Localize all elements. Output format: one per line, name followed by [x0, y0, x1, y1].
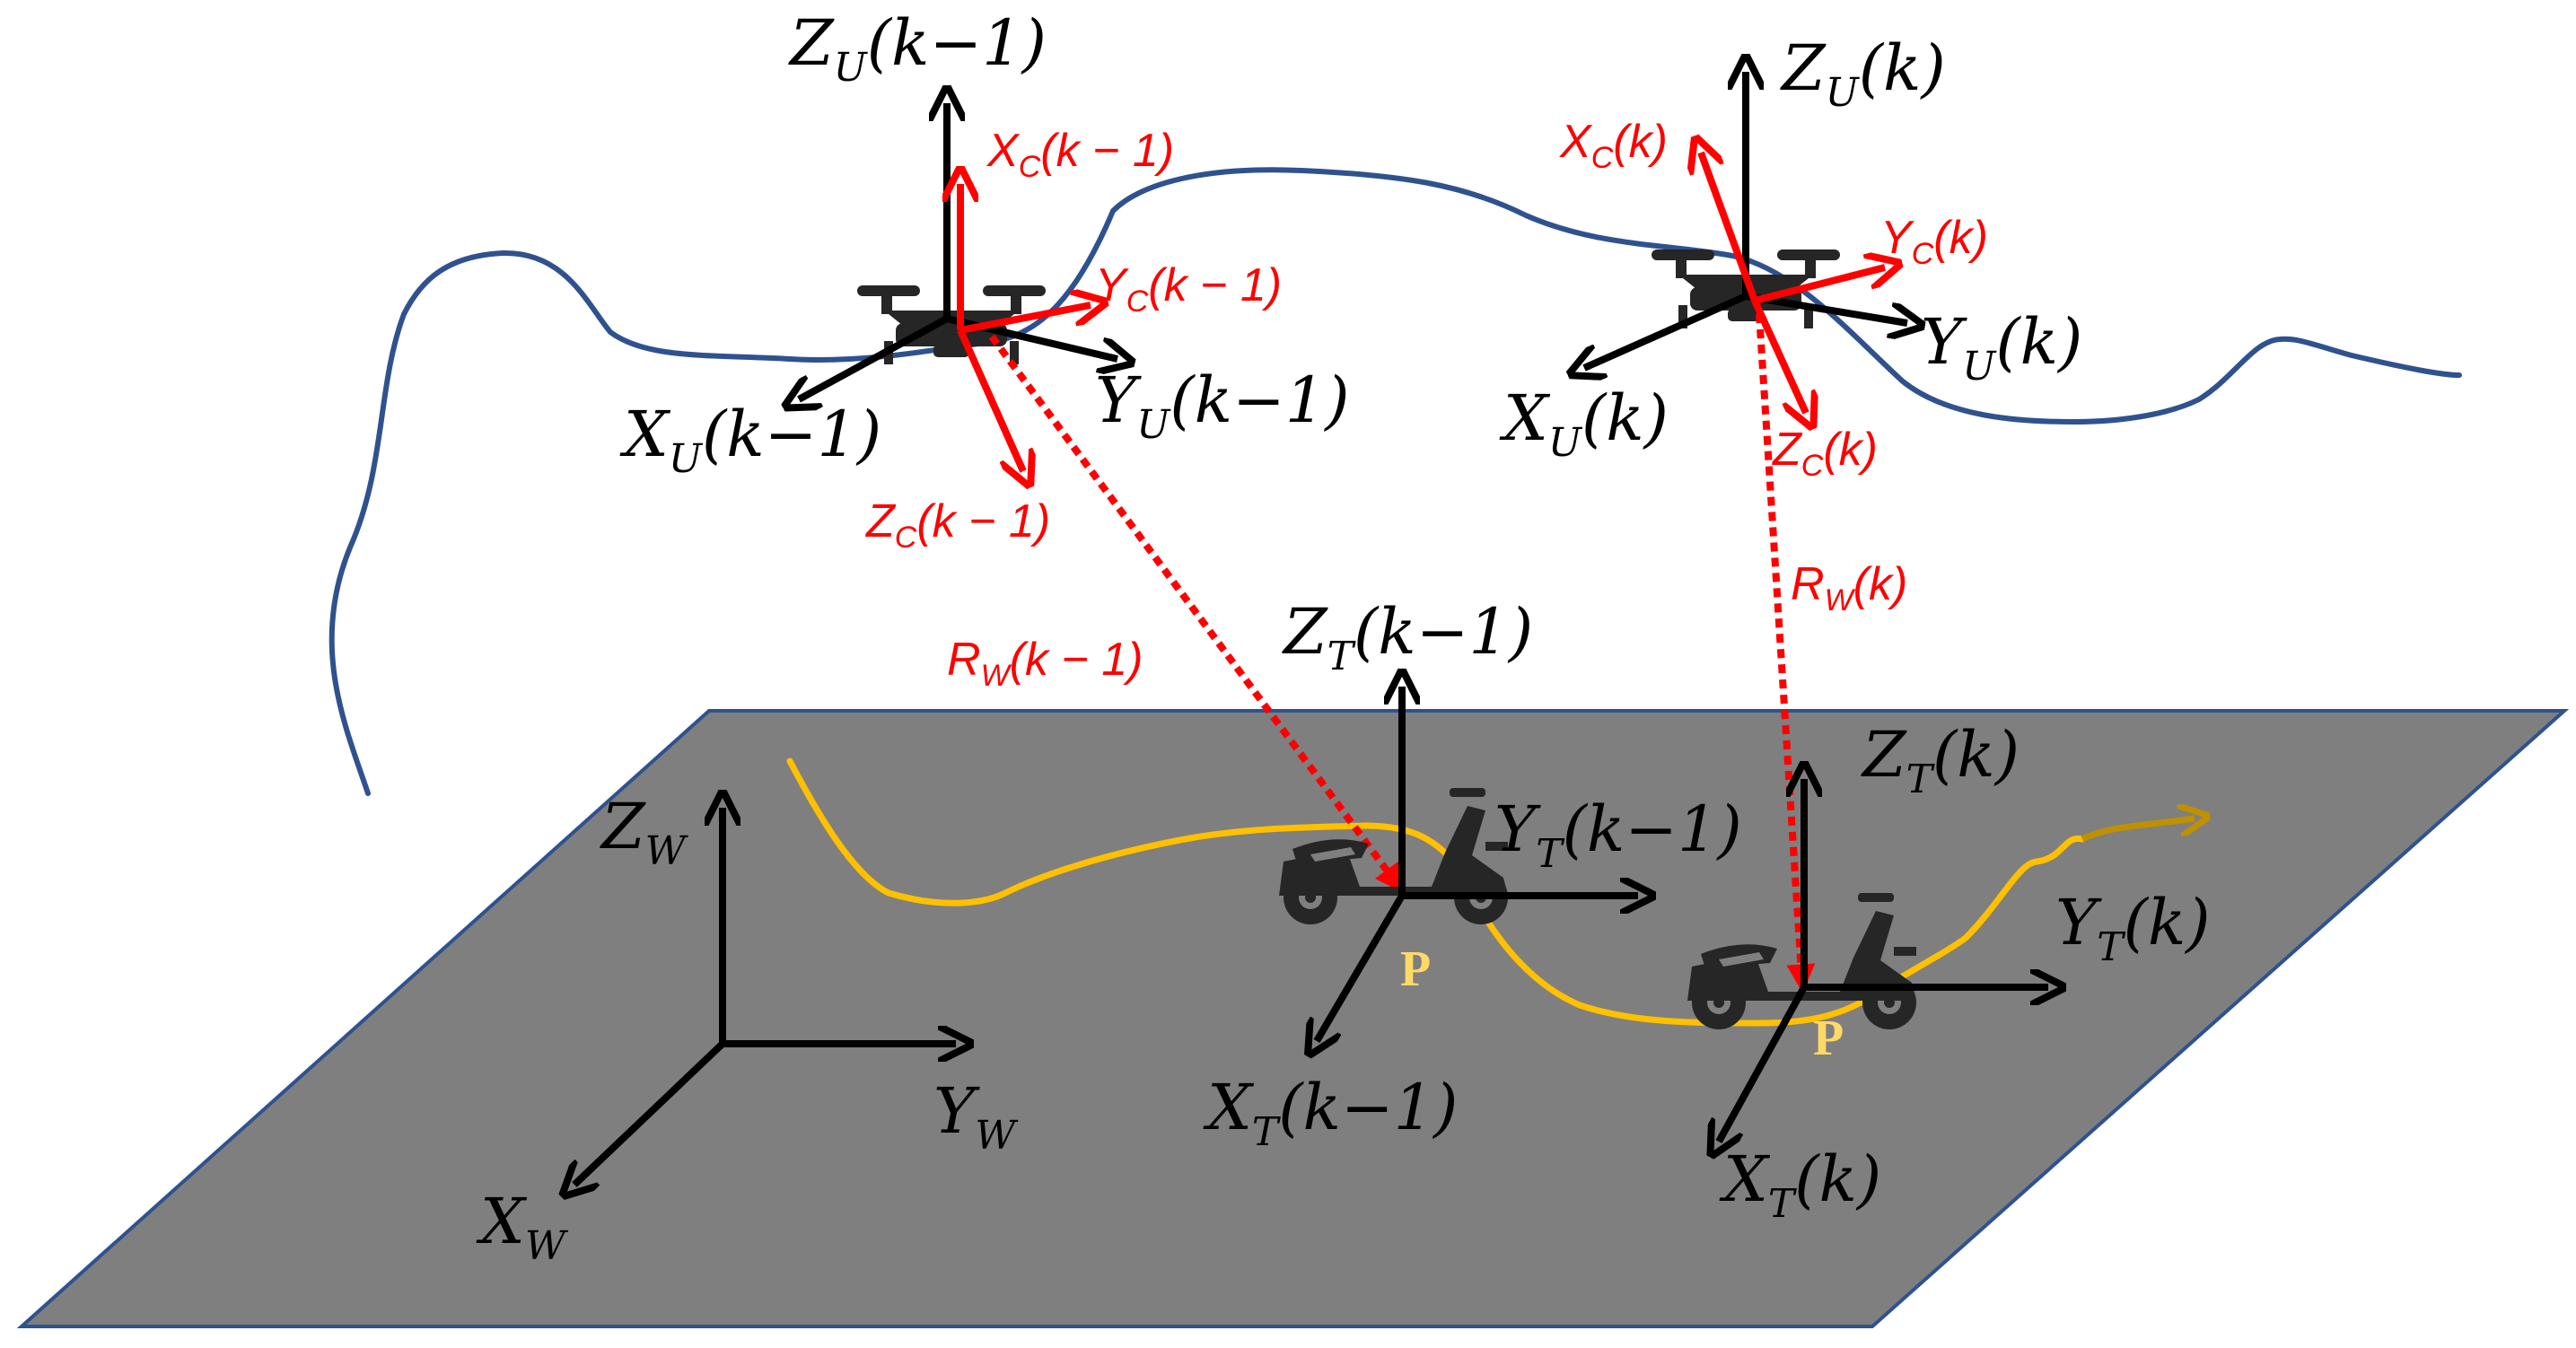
uav-curr-y-label: YU(k) — [1921, 305, 2082, 390]
uav-curr-x-label: XU(k) — [1499, 381, 1669, 466]
uav-curr-y-axis — [1745, 293, 1907, 323]
camera-prev-z-axis — [957, 328, 1023, 471]
camera-frame-curr — [1701, 153, 1885, 413]
target-prev-y-label: YT(k−1) — [1494, 792, 1742, 877]
camera-prev-x-label: XC(k − 1) — [986, 125, 1174, 184]
uav-trajectory — [329, 167, 2462, 796]
world-x-label: XW — [476, 1185, 569, 1269]
uav-curr-x-axis — [1584, 293, 1748, 368]
target-curr-y-label: YT(k) — [2055, 886, 2211, 970]
range-vector-prev — [988, 334, 1404, 894]
world-frame — [574, 808, 956, 1185]
uav-frame-curr — [1584, 72, 1907, 368]
camera-curr-x-axis — [1701, 153, 1758, 302]
world-x-axis — [574, 1041, 725, 1185]
uav-prev-y-label: YU(k−1) — [1095, 363, 1350, 448]
camera-frame-prev — [960, 184, 1091, 471]
uav-prev-x-label: XU(k−1) — [619, 398, 881, 482]
range-curr-label: RW(k) — [1791, 558, 1907, 617]
world-y-label: YW — [933, 1074, 1019, 1159]
camera-prev-z-label: ZC(k − 1) — [864, 495, 1050, 555]
target-trajectory-end — [2081, 818, 2195, 843]
target-curr-point-label: P — [1813, 1011, 1844, 1066]
camera-prev-y-label: YC(k − 1) — [1095, 259, 1282, 319]
uav-curr-z-label: ZU(k) — [1780, 31, 1946, 116]
target-prev-point-label: P — [1400, 941, 1431, 997]
camera-prev-y-axis — [959, 305, 1091, 334]
uav-prev-z-label: ZU(k−1) — [788, 6, 1047, 91]
camera-curr-z-label: ZC(k) — [1771, 424, 1878, 483]
target-prev-z-label: ZT(k−1) — [1282, 595, 1533, 679]
camera-curr-x-label: XC(k) — [1559, 116, 1668, 175]
target-prev-x-label: XT(k−1) — [1203, 1071, 1458, 1155]
range-prev-label: RW(k − 1) — [947, 634, 1143, 693]
target-curr-z-label: ZT(k) — [1861, 718, 2020, 802]
camera-curr-y-axis — [1754, 267, 1885, 304]
ground-plane — [16, 709, 2570, 1328]
target-curr-x-label: XT(k) — [1719, 1142, 1881, 1227]
target-curr-x-axis — [1719, 985, 1808, 1142]
target-frame-prev — [1317, 687, 1638, 1041]
world-z-label: ZW — [600, 790, 689, 874]
uav-prev-x-axis — [799, 315, 949, 399]
camera-curr-z-axis — [1751, 299, 1806, 413]
target-prev-x-axis — [1317, 893, 1406, 1041]
target-frame-curr — [1719, 779, 2048, 1142]
range-vector-curr — [1756, 313, 1816, 993]
camera-curr-y-label: YC(k) — [1880, 212, 1988, 271]
